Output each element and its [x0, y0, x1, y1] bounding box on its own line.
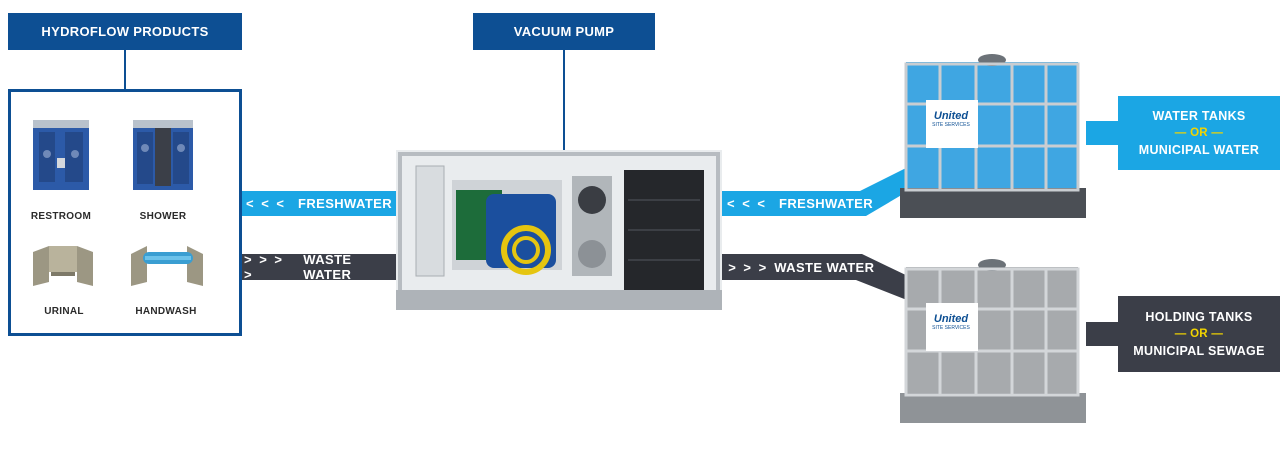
holding-tank-connector	[1086, 322, 1120, 346]
restroom-label: RESTROOM	[30, 211, 92, 222]
right-flow-connectors	[700, 166, 912, 302]
urinal-label: URINAL	[44, 306, 84, 317]
water-destination-box: WATER TANKS — OR — MUNICIPAL WATER	[1118, 96, 1280, 170]
hydroflow-products-title: HYDROFLOW PRODUCTS	[8, 13, 242, 50]
hydroflow-products-title-text: HYDROFLOW PRODUCTS	[41, 24, 209, 39]
waste-water-label-right: WASTE WATER	[774, 259, 875, 275]
vacuum-pump-title: VACUUM PUMP	[473, 13, 655, 50]
waste-water-band-right: > > > > WASTE WATER	[705, 254, 905, 280]
waste-water-label-left: WASTE WATER	[303, 252, 352, 282]
waste-water-band-left: > > > > WASTE WATER	[242, 252, 400, 282]
holding-tank-icon	[900, 259, 1086, 423]
water-tank-logo: United SITE SERVICES	[928, 110, 974, 128]
water-tank-logo-brand: United	[933, 110, 969, 122]
water-destination-line2: MUNICIPAL WATER	[1138, 142, 1260, 157]
pump-connector-line	[563, 50, 565, 152]
products-panel: RESTROOM SHOWER URINAL HANDWASH	[8, 89, 242, 336]
handwash-label: HANDWASH	[135, 306, 197, 317]
freshwater-label-right: FRESHWATER	[779, 196, 874, 211]
holding-destination-or: — OR —	[1174, 327, 1224, 340]
freshwater-chevrons-left: < < <	[246, 196, 286, 211]
waste-chevrons-right: > > > >	[713, 259, 769, 275]
waste-chevrons-left: > > > >	[244, 252, 284, 282]
holding-destination-box: HOLDING TANKS — OR — MUNICIPAL SEWAGE	[1118, 296, 1280, 372]
handwash-unit-icon	[131, 246, 203, 286]
water-tank-icon	[900, 54, 1086, 218]
water-tank-connector	[1086, 121, 1120, 145]
shower-unit-icon	[133, 120, 193, 190]
water-tank-logo-sub: SITE SERVICES	[932, 122, 970, 128]
holding-tank-logo: United SITE SERVICES	[928, 313, 974, 331]
water-destination-or: — OR —	[1174, 126, 1224, 139]
holding-tank-logo-brand: United	[933, 313, 969, 325]
shower-label: SHOWER	[139, 211, 187, 222]
vacuum-pump-machine-icon	[396, 150, 722, 310]
freshwater-band-right: < < < FRESHWATER	[705, 191, 895, 216]
freshwater-band-left: < < < FRESHWATER	[242, 191, 400, 216]
urinal-unit-icon	[33, 246, 93, 286]
holding-tank-logo-sub: SITE SERVICES	[932, 325, 970, 331]
holding-destination-line1: HOLDING TANKS	[1145, 309, 1253, 324]
restroom-unit-icon	[33, 120, 89, 190]
holding-destination-line2: MUNICIPAL SEWAGE	[1133, 343, 1265, 358]
freshwater-chevrons-right: < < <	[727, 196, 767, 211]
freshwater-label-left: FRESHWATER	[298, 196, 393, 211]
water-destination-line1: WATER TANKS	[1152, 108, 1246, 123]
products-connector-line	[124, 50, 126, 90]
vacuum-pump-title-text: VACUUM PUMP	[513, 24, 615, 39]
